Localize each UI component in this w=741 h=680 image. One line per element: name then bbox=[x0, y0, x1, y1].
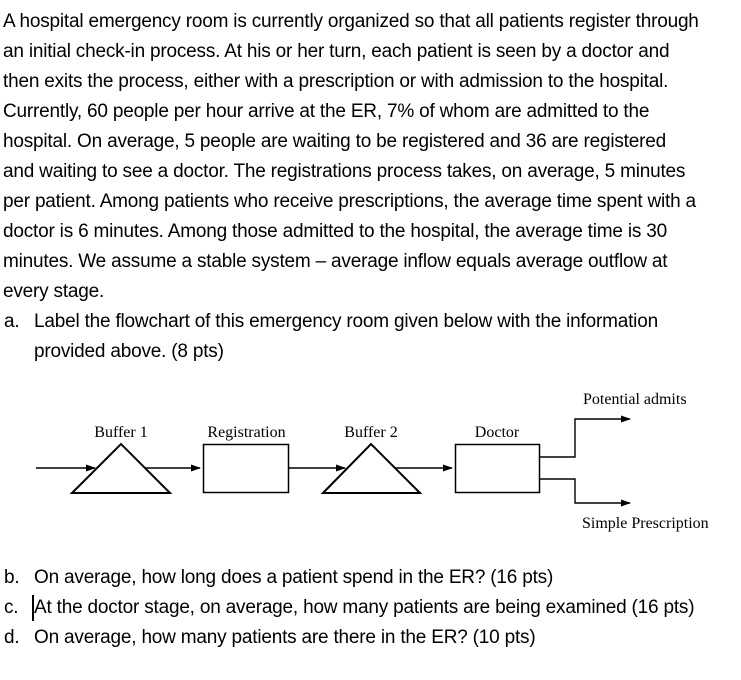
question-a-line-2: provided above. (8 pts) bbox=[3, 337, 658, 367]
registration-label: Registration bbox=[207, 424, 286, 441]
potential-admits-branch-arrow bbox=[540, 415, 631, 458]
list-marker-a: a. bbox=[4, 311, 20, 332]
buffer2-triangle bbox=[320, 442, 423, 494]
question-d-text: On average, how many patients are there … bbox=[34, 627, 536, 648]
paragraph-line: per patient. Among patients who receive … bbox=[3, 191, 696, 212]
question-a-text: Label the flowchart of this emergency ro… bbox=[34, 311, 658, 332]
paragraph-line: every stage. bbox=[3, 281, 105, 302]
list-marker-b: b. bbox=[4, 567, 20, 588]
problem-statement: A hospital emergency room is currently o… bbox=[3, 7, 737, 307]
flowchart-shapes bbox=[36, 415, 631, 507]
question-d: d. On average, how many patients are the… bbox=[3, 623, 694, 653]
buffer2-label: Buffer 2 bbox=[344, 424, 398, 441]
paragraph-line: minutes. We assume a stable system – ave… bbox=[3, 251, 668, 272]
list-marker-d: d. bbox=[4, 627, 20, 648]
simple-prescription-label: Simple Prescription bbox=[582, 515, 709, 532]
paragraph-line: hospital. On average, 5 people are waiti… bbox=[3, 131, 666, 152]
question-a-line-1: a. Label the flowchart of this emergency… bbox=[3, 307, 658, 337]
paragraph-line: Currently, 60 people per hour arrive at … bbox=[3, 101, 650, 122]
er-flowchart-diagram: Buffer 1 Registration Buffer 2 Doctor Po… bbox=[0, 385, 741, 535]
simple-prescription-branch-arrow bbox=[540, 478, 631, 507]
paragraph-line: an initial check-in process. At his or h… bbox=[3, 41, 670, 62]
paragraph-line: A hospital emergency room is currently o… bbox=[3, 11, 699, 32]
text-cursor bbox=[32, 595, 34, 621]
question-c: c. At the doctor stage, on average, how … bbox=[3, 593, 695, 623]
potential-admits-label: Potential admits bbox=[583, 391, 687, 408]
question-b: b. On average, how long does a patient s… bbox=[3, 563, 694, 593]
paragraph-line: and waiting to see a doctor. The registr… bbox=[3, 161, 686, 182]
paragraph-line: doctor is 6 minutes. Among those admitte… bbox=[3, 221, 667, 242]
doctor-box bbox=[454, 443, 541, 494]
list-marker-c: c. bbox=[4, 597, 19, 618]
paragraph-line: then exits the process, either with a pr… bbox=[3, 71, 669, 92]
doctor-label: Doctor bbox=[474, 424, 520, 441]
questions-b-c-d: b. On average, how long does a patient s… bbox=[3, 563, 695, 653]
buffer1-label: Buffer 1 bbox=[94, 424, 148, 441]
question-a: a. Label the flowchart of this emergency… bbox=[3, 307, 658, 367]
question-b-text: On average, how long does a patient spen… bbox=[34, 567, 554, 588]
question-c-text: At the doctor stage, on average, how man… bbox=[34, 597, 695, 618]
question-a-text-continued: provided above. (8 pts) bbox=[34, 341, 224, 362]
registration-box bbox=[202, 443, 290, 494]
